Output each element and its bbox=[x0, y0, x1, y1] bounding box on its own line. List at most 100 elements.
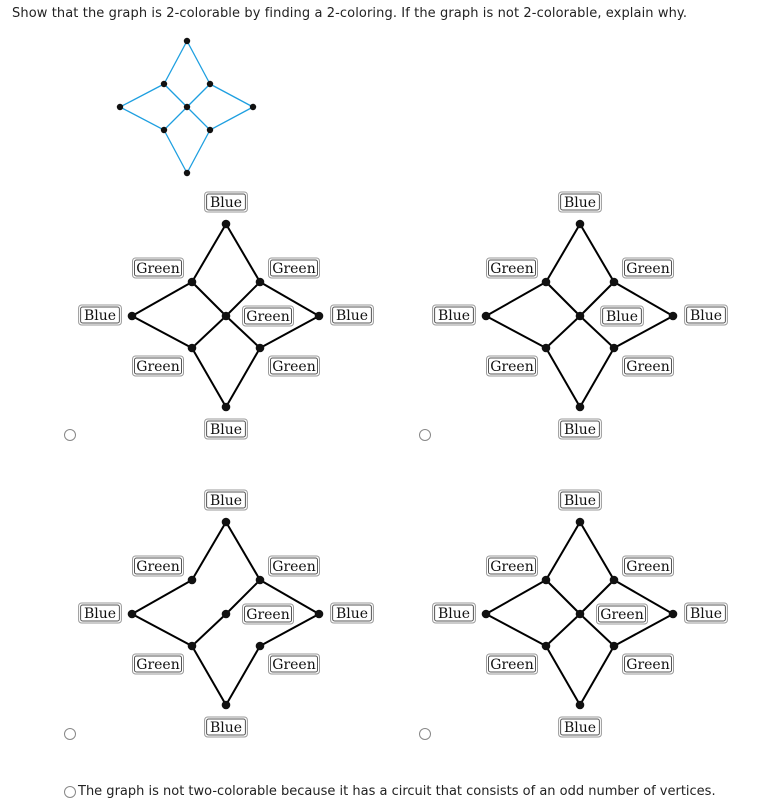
option-4-label-box-ul bbox=[486, 555, 538, 577]
option-3-label-lr: Green bbox=[272, 657, 315, 673]
option-1-label-box-right bbox=[330, 304, 374, 326]
option-4-label-lr: Green bbox=[626, 657, 669, 673]
option-2-vertex-bottom bbox=[575, 402, 585, 412]
option-2-edge bbox=[545, 281, 581, 317]
original-vertex bbox=[183, 169, 191, 177]
option-1-vertex-ur bbox=[255, 277, 265, 287]
original-edge bbox=[163, 129, 188, 174]
option-1-edge bbox=[191, 347, 227, 408]
option-1-label-left: Blue bbox=[84, 308, 116, 324]
option-1-vertex-center bbox=[221, 311, 231, 321]
original-vertex bbox=[183, 37, 191, 45]
option-1-label-box-bottom bbox=[204, 418, 248, 440]
option-1-label-inner-ll bbox=[134, 357, 182, 375]
original-edge bbox=[163, 83, 188, 108]
option-3-label-inner-lr bbox=[270, 655, 318, 673]
option-2-label-bottom: Blue bbox=[564, 422, 596, 438]
option-4-vertex-right bbox=[668, 609, 678, 619]
option-4-edge bbox=[545, 645, 581, 706]
option-1-radio[interactable] bbox=[64, 429, 76, 441]
option-3-label-box-left bbox=[78, 602, 122, 624]
option-1-edge bbox=[191, 315, 227, 349]
option-2-label-center: Blue bbox=[606, 309, 638, 325]
option-3-vertex-bottom bbox=[221, 700, 231, 710]
option-3-edge bbox=[191, 613, 227, 647]
option-1-edge bbox=[191, 281, 227, 317]
option-4-label-inner-lr bbox=[624, 655, 672, 673]
option-3-vertex-ll bbox=[187, 641, 197, 651]
option-2-edge bbox=[545, 315, 581, 349]
option-4-vertex-ur bbox=[609, 575, 619, 585]
option-3-label-inner-top bbox=[206, 491, 246, 509]
option-1-label-box-ul bbox=[132, 257, 184, 279]
option-3-label-box-ul bbox=[132, 555, 184, 577]
option-3-vertex-top bbox=[221, 517, 231, 527]
option-4-vertex-ll bbox=[541, 641, 551, 651]
option-2-label-box-left bbox=[432, 304, 476, 326]
option-3-vertex-ul bbox=[187, 575, 197, 585]
option-1-edge bbox=[259, 315, 320, 349]
option-2-edge bbox=[579, 281, 615, 317]
option-4-label-ll: Green bbox=[490, 657, 533, 673]
original-vertex bbox=[206, 80, 214, 88]
option-1-label-bottom: Blue bbox=[210, 422, 242, 438]
option-4-label-inner-left bbox=[434, 604, 474, 622]
option-1-edge bbox=[225, 347, 261, 408]
option-1-edge bbox=[225, 281, 261, 317]
option-3-label-inner-ul bbox=[134, 557, 182, 575]
option-1-vertex-left bbox=[127, 311, 137, 321]
option-2-label-inner-ul bbox=[488, 259, 536, 277]
option-2-label-inner-left bbox=[434, 306, 474, 324]
option-1-vertex-bottom bbox=[221, 402, 231, 412]
option-3-label-box-lr bbox=[268, 653, 320, 675]
option-3-label-box-center bbox=[242, 603, 294, 625]
option-4-label-left: Blue bbox=[438, 606, 470, 622]
option-3-label-inner-left bbox=[80, 604, 120, 622]
original-edge bbox=[119, 83, 165, 108]
option-1-label-ul: Green bbox=[136, 261, 179, 277]
option-1-edge bbox=[131, 315, 193, 349]
option-3-radio[interactable] bbox=[64, 728, 76, 740]
option-2-label-box-ul bbox=[486, 257, 538, 279]
original-vertex bbox=[183, 103, 191, 111]
option-4-label-inner-bottom bbox=[560, 718, 600, 736]
option-1-edge bbox=[225, 223, 261, 283]
option-2-label-inner-lr bbox=[624, 357, 672, 375]
option-2-vertex-ll bbox=[541, 343, 551, 353]
option-1-label-center: Green bbox=[246, 309, 289, 325]
option-2-label-inner-ur bbox=[624, 259, 672, 277]
option-4-radio[interactable] bbox=[419, 728, 431, 740]
option-1-label-right: Blue bbox=[336, 308, 368, 324]
option-2-label-inner-center bbox=[602, 307, 642, 325]
option-1-label-top: Blue bbox=[210, 195, 242, 211]
option-1-label-inner-left bbox=[80, 306, 120, 324]
option-1-label-box-lr bbox=[268, 355, 320, 377]
original-edge bbox=[186, 83, 211, 108]
option-1-label-lr: Green bbox=[272, 359, 315, 375]
option-3-edge bbox=[259, 579, 320, 615]
option-3-label-inner-right bbox=[332, 604, 372, 622]
option-2-edge bbox=[613, 281, 674, 317]
option-2-label-right: Blue bbox=[690, 308, 722, 324]
option-5-radio[interactable] bbox=[64, 786, 76, 798]
option-4-edge bbox=[579, 613, 615, 647]
option-1-label-inner-center bbox=[244, 307, 292, 325]
option-4-label-box-right bbox=[684, 602, 728, 624]
original-vertex bbox=[116, 103, 124, 111]
original-edge bbox=[186, 129, 211, 174]
option-2-radio[interactable] bbox=[419, 429, 431, 441]
option-2-label-box-ll bbox=[486, 355, 538, 377]
option-3-label-right: Blue bbox=[336, 606, 368, 622]
option-1-label-box-center bbox=[242, 305, 294, 327]
option-1-edge bbox=[131, 281, 193, 317]
option-3-vertex-center bbox=[221, 609, 231, 619]
option-2-label-inner-ll bbox=[488, 357, 536, 375]
option-2-label-left: Blue bbox=[438, 308, 470, 324]
option-3-edge bbox=[225, 645, 261, 706]
option-4-label-inner-ul bbox=[488, 557, 536, 575]
option-2-edge bbox=[545, 347, 581, 408]
option-1-vertex-ul bbox=[187, 277, 197, 287]
option-2-label-inner-top bbox=[560, 193, 600, 211]
original-edge bbox=[119, 106, 165, 131]
option-3-label-box-top bbox=[204, 489, 248, 511]
